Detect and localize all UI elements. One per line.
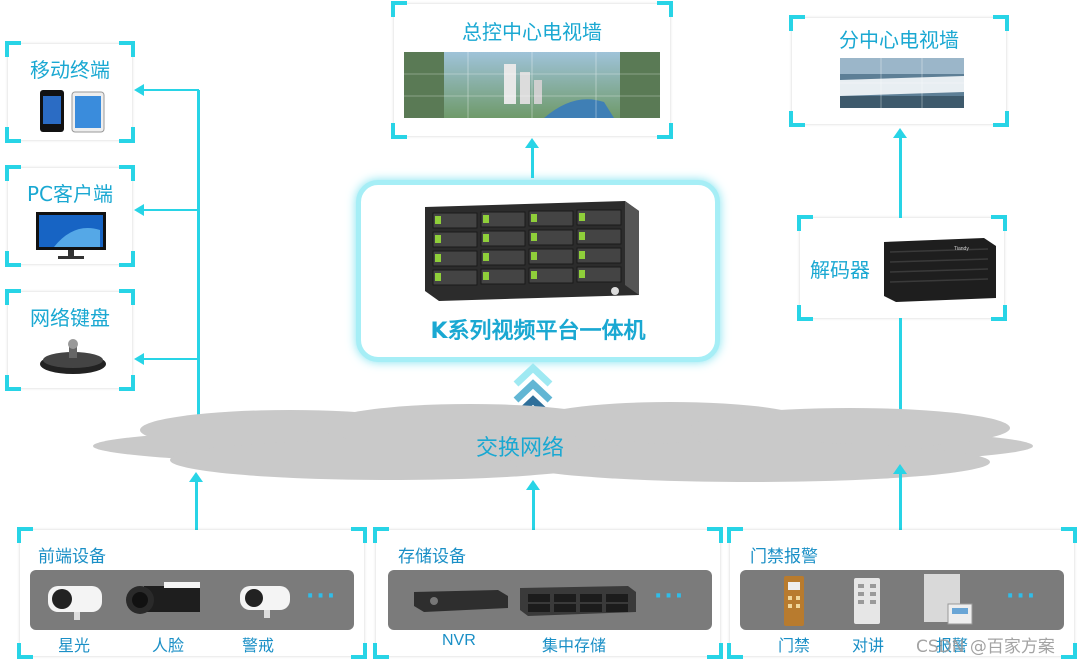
k-platform-title: K系列视频平台一体机 bbox=[430, 319, 646, 344]
storage-to-network-line bbox=[532, 488, 535, 530]
decoder-to-wall-arrow bbox=[893, 128, 907, 138]
intercom-icon bbox=[854, 578, 880, 624]
center-to-wall-line bbox=[531, 146, 534, 178]
network-label: 交换网络 bbox=[476, 436, 565, 461]
svg-text:Tiandy: Tiandy bbox=[954, 246, 969, 252]
mobile-terminal-title: 移动终端 bbox=[30, 58, 110, 82]
bullet-camera-icon bbox=[48, 586, 102, 620]
front-device-panel: ··· bbox=[30, 570, 354, 630]
front-more-dots: ··· bbox=[306, 584, 338, 609]
waterfall-wall-image bbox=[840, 58, 964, 108]
left-connector-h3 bbox=[144, 358, 199, 360]
main-tv-wall-title: 总控中心电视墙 bbox=[462, 20, 602, 44]
main-tv-wall-box: 总控中心电视墙 bbox=[391, 1, 673, 139]
front-to-network-line bbox=[195, 480, 198, 530]
access-alarm-group: 门禁报警 ··· 门禁 对讲 报警 bbox=[727, 527, 1077, 659]
left-connector-h1 bbox=[144, 89, 199, 91]
front-item-starlight: 星光 bbox=[58, 636, 91, 655]
network-to-decoder-line bbox=[899, 318, 902, 418]
arrow-left-3 bbox=[134, 353, 144, 365]
access-alarm-panel: ··· bbox=[740, 570, 1064, 630]
storage-server-image bbox=[425, 201, 639, 301]
storage-device-title: 存储设备 bbox=[398, 547, 466, 567]
left-connector-h2 bbox=[144, 209, 199, 211]
front-to-network-arrow bbox=[189, 472, 203, 482]
front-item-face: 人脸 bbox=[152, 636, 185, 655]
front-device-title: 前端设备 bbox=[38, 547, 106, 567]
alert-camera-icon bbox=[240, 586, 290, 618]
storage-device-group: 存储设备 ··· NVR 集中存储 bbox=[373, 527, 723, 659]
storage-item-central: 集中存储 bbox=[542, 636, 607, 655]
sub-tv-wall-box: 分中心电视墙 bbox=[789, 15, 1009, 127]
pc-client-title: PC客户端 bbox=[26, 182, 114, 206]
central-storage-icon bbox=[520, 586, 636, 616]
alarm-more-dots: ··· bbox=[1006, 584, 1038, 609]
center-to-wall-arrow bbox=[525, 138, 539, 148]
decoder-to-wall-line bbox=[899, 136, 902, 218]
decoder-device-image: Tiandy bbox=[884, 238, 996, 302]
sub-tv-wall-title: 分中心电视墙 bbox=[839, 28, 959, 52]
box-camera-icon bbox=[126, 582, 200, 614]
network-cloud bbox=[93, 402, 1033, 482]
watermark: CSDN @百家方案 bbox=[916, 637, 1055, 657]
nvr-icon bbox=[414, 590, 508, 612]
access-item-alarm: 报警 bbox=[936, 636, 969, 655]
decoder-title: 解码器 bbox=[810, 258, 870, 282]
front-item-alert: 警戒 bbox=[242, 636, 275, 655]
arrow-left-2 bbox=[134, 204, 144, 216]
k-platform-box: K系列视频平台一体机 bbox=[356, 180, 720, 362]
video-wall-image bbox=[404, 52, 660, 118]
storage-more-dots: ··· bbox=[654, 584, 686, 609]
door-access-icon bbox=[784, 576, 804, 626]
storage-item-nvr: NVR bbox=[442, 632, 476, 649]
pc-client-box: PC客户端 bbox=[5, 165, 135, 267]
front-device-group: 前端设备 ··· 星光 人脸 警戒 bbox=[17, 527, 367, 659]
arrow-left-1 bbox=[134, 84, 144, 96]
access-item-door: 门禁 bbox=[778, 636, 811, 655]
alarm-to-network-line bbox=[899, 472, 902, 530]
left-connector-vertical bbox=[197, 90, 200, 432]
mobile-terminal-box: 移动终端 bbox=[5, 41, 135, 143]
monitor-icon bbox=[36, 212, 106, 259]
phone-tablet-icon bbox=[40, 90, 105, 133]
storage-to-network-arrow bbox=[526, 480, 540, 490]
keyboard-joystick-icon bbox=[40, 339, 106, 374]
access-item-intercom: 对讲 bbox=[852, 636, 885, 655]
storage-device-panel: ··· bbox=[388, 570, 712, 630]
network-keyboard-title: 网络键盘 bbox=[30, 306, 110, 330]
alarm-panel-icon bbox=[924, 574, 973, 625]
alarm-to-network-arrow bbox=[893, 464, 907, 474]
decoder-box: 解码器 Tiandy bbox=[797, 215, 1007, 321]
access-alarm-title: 门禁报警 bbox=[750, 547, 818, 567]
network-keyboard-box: 网络键盘 bbox=[5, 289, 135, 391]
